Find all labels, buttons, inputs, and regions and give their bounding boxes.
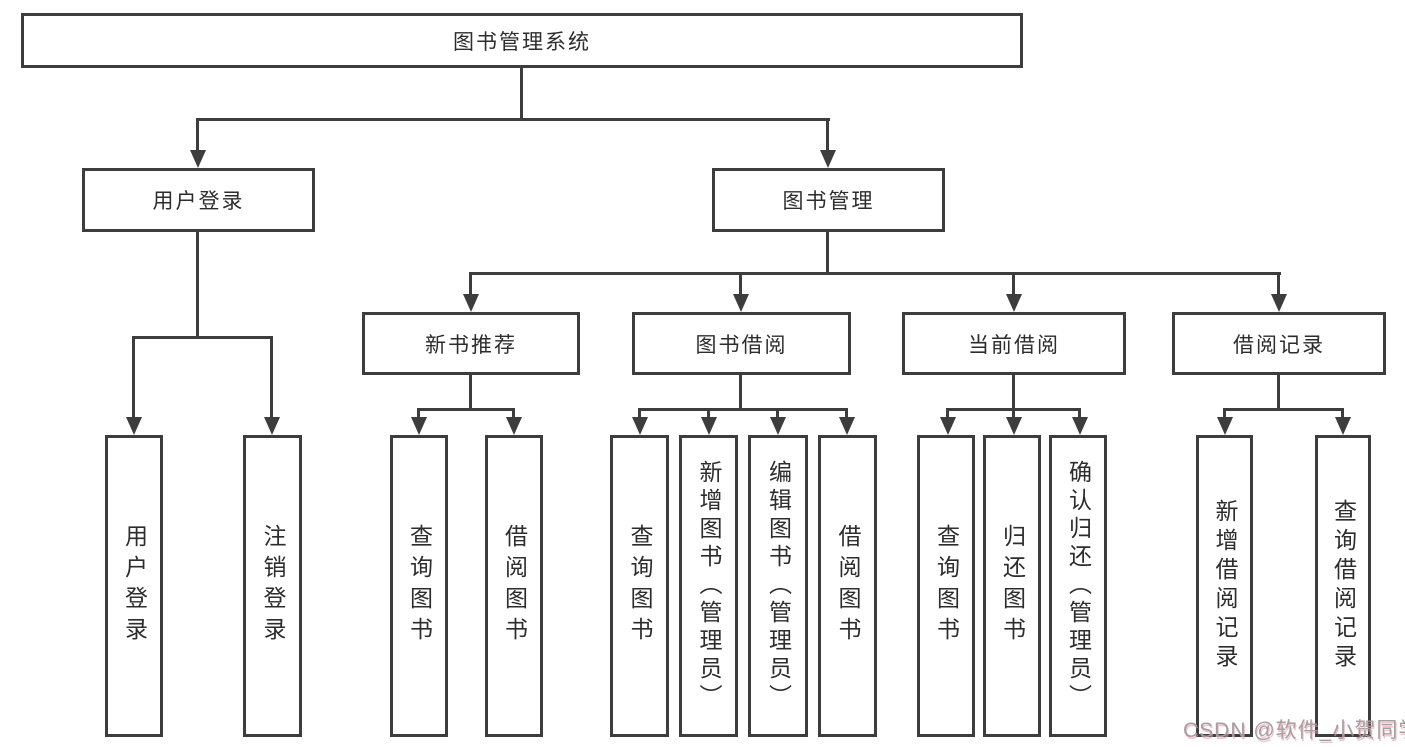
leaf-return-books: 归还图书: [983, 435, 1041, 737]
connector-book-mgmt-stem: [826, 232, 829, 272]
node-label: 图书管理系统: [453, 30, 591, 54]
arrow-down-icon: [940, 417, 956, 435]
arrow-down-icon: [1006, 417, 1022, 435]
connector-book-mgmt-drop-4: [1277, 272, 1280, 294]
connector-book-mgmt-drop-1: [469, 272, 472, 294]
connector-records-drop-2: [1341, 408, 1344, 417]
leaf-borrow-books: 借阅图书: [818, 435, 877, 737]
leaf-query-books-current: 查询图书: [917, 435, 975, 737]
connector-borrow-drop-4: [845, 408, 848, 417]
connector-book-mgmt-hline: [469, 272, 1281, 275]
leaf-label: 借阅图书: [835, 524, 861, 648]
connector-current-stem: [1012, 375, 1015, 408]
connector-root-hline: [196, 118, 830, 121]
node-label: 借阅记录: [1233, 333, 1325, 357]
leaf-label: 借阅图书: [501, 524, 528, 648]
arrow-down-icon: [1217, 417, 1233, 435]
connector-borrow-stem: [739, 375, 742, 408]
connector-records-drop-1: [1223, 408, 1226, 417]
connector-records-hline: [1223, 408, 1344, 411]
connector-root-drop-left: [196, 118, 199, 151]
arrow-down-icon: [1271, 294, 1287, 312]
arrow-down-icon: [839, 417, 855, 435]
leaf-label: 归还图书: [999, 524, 1026, 648]
leaf-query-books-borrow: 查询图书: [610, 435, 669, 737]
connector-borrow-drop-2: [707, 408, 710, 417]
leaf-query-borrow-record: 查询借阅记录: [1315, 435, 1371, 737]
connector-current-drop-2: [1012, 408, 1015, 417]
leaf-add-borrow-record: 新增借阅记录: [1196, 435, 1253, 737]
connector-newrec-drop-1: [417, 408, 420, 417]
leaf-label: 新增借阅记录: [1212, 499, 1238, 673]
connector-user-login-drop-2: [270, 336, 273, 417]
connector-borrow-drop-1: [638, 408, 641, 417]
node-borrowing-records: 借阅记录: [1172, 312, 1386, 375]
arrow-down-icon: [1335, 417, 1351, 435]
leaf-user-login: 用户登录: [105, 435, 163, 737]
leaf-label: 查询图书: [933, 524, 960, 648]
node-label: 图书管理: [782, 190, 875, 213]
connector-current-drop-3: [1078, 408, 1081, 417]
leaf-borrow-books-newrec: 借阅图书: [485, 435, 543, 737]
connector-borrow-hline: [638, 408, 848, 411]
leaf-label: 用户登录: [121, 524, 148, 648]
connector-newrec-drop-2: [512, 408, 515, 417]
connector-current-drop-1: [946, 408, 949, 417]
leaf-label: 注销登录: [260, 524, 286, 648]
node-book-borrowing: 图书借阅: [632, 312, 851, 375]
leaf-confirm-return-admin: 确认归还（管理员）: [1049, 435, 1107, 737]
connector-user-login-hline: [132, 336, 273, 339]
leaf-label: 查询图书: [627, 524, 653, 648]
arrow-down-icon: [1072, 417, 1088, 435]
node-label: 用户登录: [152, 190, 245, 213]
leaf-label: 查询借阅记录: [1330, 499, 1357, 673]
node-library-management-system: 图书管理系统: [21, 13, 1023, 68]
leaf-query-books-newrec: 查询图书: [390, 435, 448, 737]
connector-newrec-stem: [469, 375, 472, 408]
leaf-label: 确认归还（管理员）: [1065, 460, 1092, 712]
connector-book-mgmt-drop-3: [1012, 272, 1015, 294]
arrow-down-icon: [770, 417, 786, 435]
connector-user-login-stem: [196, 232, 199, 336]
node-current-borrowing: 当前借阅: [902, 312, 1126, 375]
leaf-label: 编辑图书（管理员）: [765, 460, 792, 712]
connector-records-stem: [1277, 375, 1280, 408]
node-user-login: 用户登录: [82, 168, 315, 232]
arrow-down-icon: [820, 150, 836, 168]
node-new-book-recommend: 新书推荐: [362, 312, 580, 375]
connector-root-stem: [520, 68, 523, 118]
arrow-down-icon: [1006, 294, 1022, 312]
leaf-label: 查询图书: [406, 524, 433, 648]
leaf-label: 新增图书（管理员）: [696, 460, 722, 712]
arrow-down-icon: [701, 417, 717, 435]
node-label: 当前借阅: [968, 333, 1060, 357]
connector-root-drop-right: [826, 118, 829, 151]
arrow-down-icon: [463, 294, 479, 312]
connector-borrow-drop-3: [776, 408, 779, 417]
node-label: 图书借阅: [695, 333, 788, 357]
leaf-add-books-admin: 新增图书（管理员）: [679, 435, 738, 737]
leaf-edit-books-admin: 编辑图书（管理员）: [748, 435, 808, 737]
arrow-down-icon: [733, 294, 749, 312]
connector-user-login-drop-1: [132, 336, 135, 417]
csdn-watermark: CSDN @软件_小贺同学: [1183, 719, 1405, 742]
arrow-down-icon: [264, 417, 280, 435]
connector-book-mgmt-drop-2: [739, 272, 742, 294]
node-label: 新书推荐: [425, 333, 517, 357]
arrow-down-icon: [506, 417, 522, 435]
arrow-down-icon: [190, 150, 206, 168]
leaf-logout: 注销登录: [243, 435, 302, 737]
node-book-management: 图书管理: [712, 168, 945, 232]
arrow-down-icon: [632, 417, 648, 435]
arrow-down-icon: [411, 417, 427, 435]
connector-newrec-hline: [417, 408, 515, 411]
arrow-down-icon: [126, 417, 142, 435]
